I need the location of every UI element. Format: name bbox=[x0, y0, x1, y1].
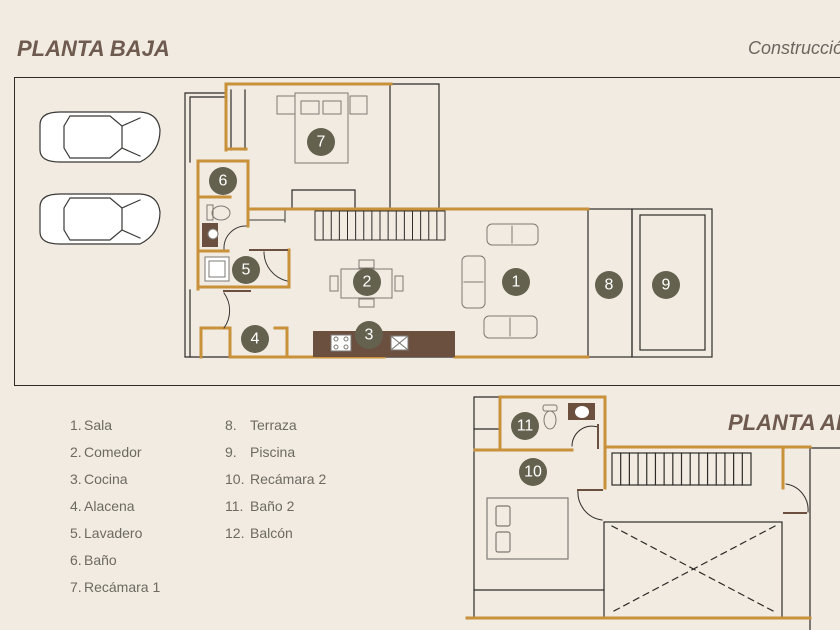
legend-item: 4.Alacena bbox=[70, 493, 160, 520]
toilet-icon bbox=[542, 404, 558, 430]
kitchen-sink-icon bbox=[390, 335, 409, 351]
legend-label: Recámara 2 bbox=[250, 471, 327, 487]
ground-floor-frame bbox=[14, 77, 840, 386]
room-marker-9: 9 bbox=[652, 271, 680, 299]
legend-item: 6.Baño bbox=[70, 547, 160, 574]
legend-number: 10. bbox=[225, 471, 245, 487]
legend-item: 8. Terraza bbox=[225, 412, 326, 439]
room-number: 10 bbox=[524, 464, 542, 481]
room-number: 9 bbox=[662, 277, 671, 294]
legend-label: Lavadero bbox=[84, 525, 143, 541]
room-number: 7 bbox=[317, 134, 326, 151]
stairs bbox=[314, 210, 446, 241]
double-height-void bbox=[611, 525, 776, 613]
legend-number: 1. bbox=[70, 417, 82, 433]
upper-floor-accent-walls bbox=[465, 395, 812, 620]
washer-icon bbox=[204, 256, 230, 282]
legend-item: 12. Balcón bbox=[225, 520, 326, 547]
legend-label: Comedor bbox=[84, 444, 142, 460]
ground-floor-accent-walls bbox=[196, 82, 590, 359]
legend-label: Piscina bbox=[250, 444, 296, 460]
room-marker-8: 8 bbox=[595, 271, 623, 299]
legend-number: 9. bbox=[225, 444, 237, 460]
room-marker-6: 6 bbox=[209, 167, 237, 195]
room-number: 3 bbox=[365, 327, 374, 344]
legend-label: Sala bbox=[84, 417, 113, 433]
legend-item: 11. Baño 2 bbox=[225, 493, 326, 520]
door-swing bbox=[223, 210, 288, 329]
legend-label: Recámara 1 bbox=[84, 579, 161, 595]
room-marker-5: 5 bbox=[232, 256, 260, 284]
legend-number: 3. bbox=[70, 471, 82, 487]
legend-number: 11. bbox=[225, 498, 244, 514]
sofa-icon bbox=[461, 223, 539, 339]
bed-icon bbox=[276, 92, 368, 164]
upper-floor-title: PLANTA ALTA bbox=[728, 410, 840, 435]
room-marker-10: 10 bbox=[519, 458, 547, 486]
car-icon bbox=[39, 111, 161, 163]
legend-item: 9. Piscina bbox=[225, 439, 326, 466]
subtitle: Construcción bbox=[748, 38, 840, 58]
legend-item: 1.Sala bbox=[70, 412, 160, 439]
toilet-icon bbox=[206, 204, 231, 221]
room-marker-4: 4 bbox=[241, 325, 269, 353]
legend-number: 12. bbox=[225, 525, 245, 541]
legend-number: 6. bbox=[70, 552, 82, 568]
legend-item: 10. Recámara 2 bbox=[225, 466, 326, 493]
legend-number: 5. bbox=[70, 525, 82, 541]
room-marker-11: 11 bbox=[511, 412, 539, 440]
room-number: 8 bbox=[605, 277, 614, 294]
room-marker-3: 3 bbox=[355, 321, 383, 349]
room-number: 1 bbox=[512, 274, 521, 291]
legend-label: Cocina bbox=[84, 471, 128, 487]
stove-icon bbox=[330, 334, 352, 352]
legend-item: 7.Recámara 1 bbox=[70, 574, 160, 601]
room-number: 5 bbox=[242, 262, 251, 279]
legend-label: Baño bbox=[84, 552, 117, 568]
room-marker-1: 1 bbox=[502, 268, 530, 296]
legend-label: Terraza bbox=[250, 417, 297, 433]
legend-label: Balcón bbox=[250, 525, 293, 541]
legend-item: 5.Lavadero bbox=[70, 520, 160, 547]
room-number: 6 bbox=[219, 173, 228, 190]
legend-label: Baño 2 bbox=[250, 498, 295, 514]
room-number: 11 bbox=[517, 418, 534, 435]
room-number: 2 bbox=[363, 274, 372, 291]
legend-label: Alacena bbox=[84, 498, 135, 514]
room-marker-7: 7 bbox=[307, 128, 335, 156]
ground-floor-title: PLANTA BAJA bbox=[17, 36, 170, 61]
legend-number: 7. bbox=[70, 579, 82, 595]
car-icon bbox=[39, 193, 161, 245]
legend-item: 3.Cocina bbox=[70, 466, 160, 493]
room-marker-2: 2 bbox=[353, 268, 381, 296]
legend-number: 8. bbox=[225, 417, 237, 433]
room-number: 4 bbox=[251, 331, 260, 348]
legend-item: 2.Comedor bbox=[70, 439, 160, 466]
upper-floor-walls bbox=[473, 396, 840, 630]
legend-number: 4. bbox=[70, 498, 82, 514]
legend-right: 8. Terraza 9. Piscina 10. Recámara 2 11. Baño 2… bbox=[225, 412, 326, 547]
legend-number: 2. bbox=[70, 444, 82, 460]
ground-floor-walls bbox=[184, 83, 713, 358]
